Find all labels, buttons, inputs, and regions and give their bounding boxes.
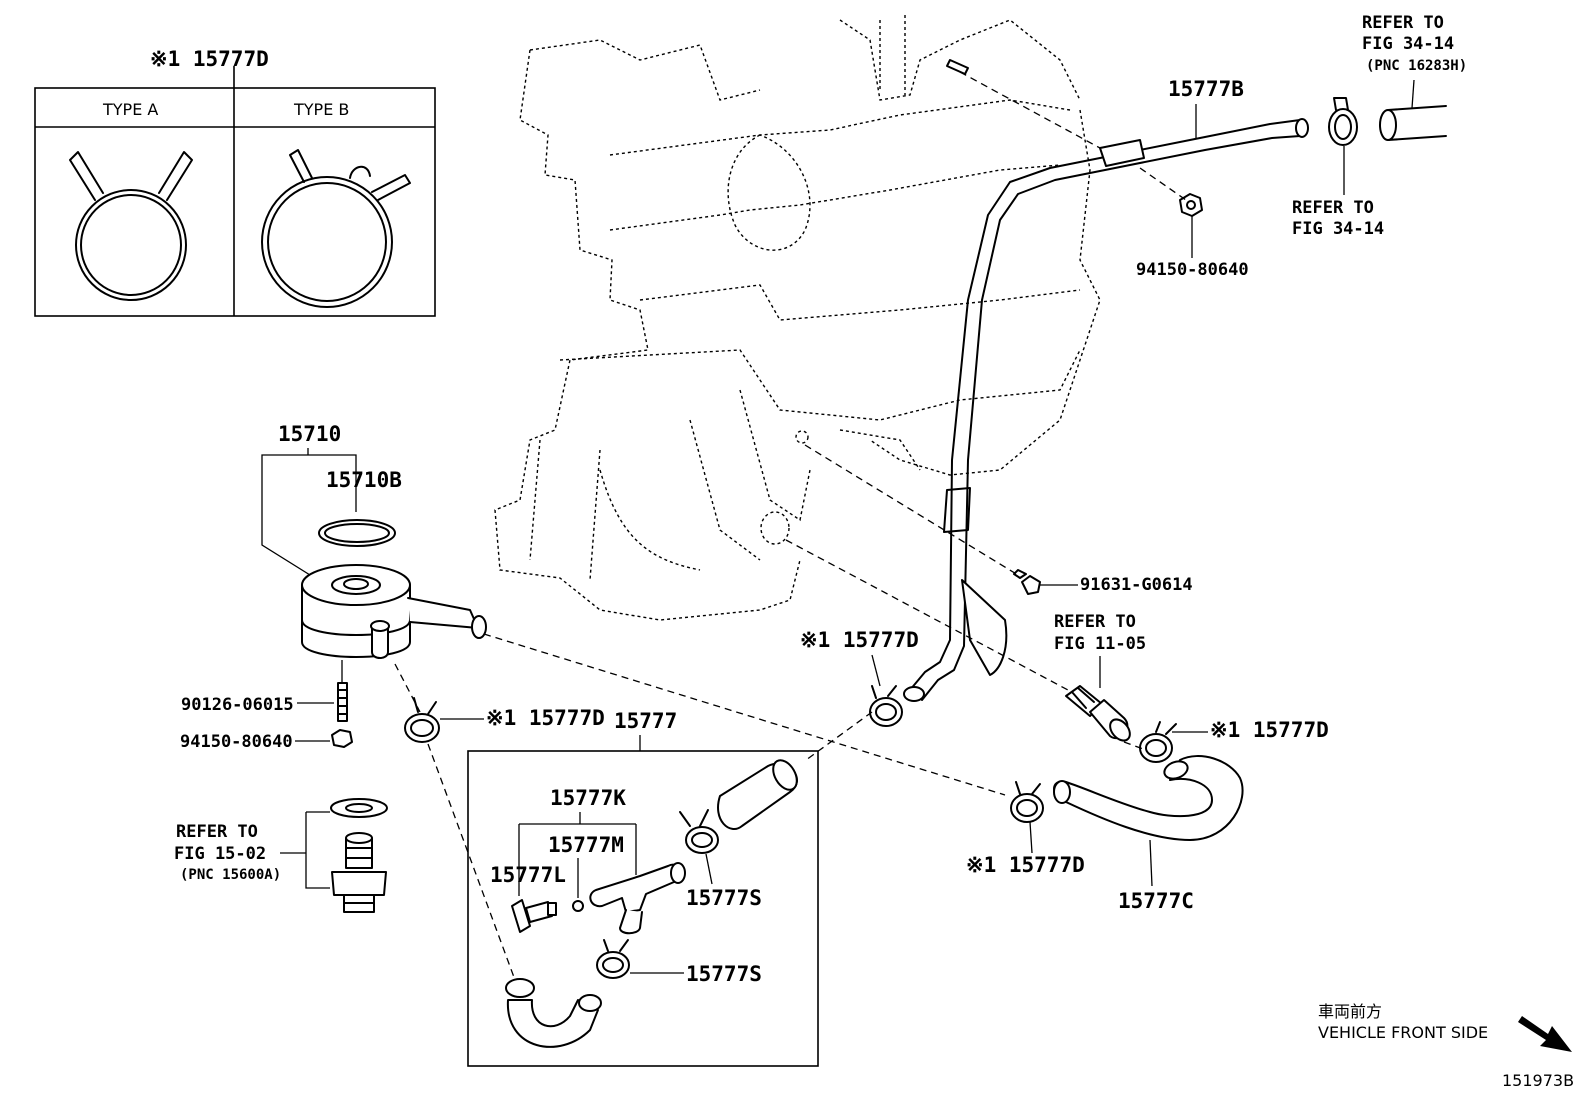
type-a-label: TYPE A	[102, 100, 158, 119]
union-fitting-11-05	[1065, 685, 1131, 742]
type-a-clamp-icon	[69, 151, 193, 301]
ref-15-02-line1: REFER TO	[176, 822, 258, 842]
nut-94150-right	[1179, 193, 1203, 217]
oil-pipe-15777b	[903, 118, 1309, 702]
clamp-15777d-center	[869, 685, 903, 727]
o-ring-15777m	[572, 900, 584, 912]
oil-filter-union	[330, 798, 388, 913]
front-side-jp: 車両前方	[1318, 1002, 1382, 1021]
front-side-en: VEHICLE FRONT SIDE	[1318, 1023, 1488, 1042]
o-ring-15710b	[318, 519, 396, 547]
clamp-15777d-lower	[1010, 781, 1044, 823]
clamp-15777d-right	[1139, 721, 1177, 763]
front-arrow-icon	[1518, 1016, 1572, 1052]
hose-15777c	[1053, 755, 1244, 841]
clamp-ref-34-14	[1328, 97, 1358, 146]
engine-block-outline	[494, 15, 1101, 621]
label-15777k: 15777K	[550, 786, 626, 810]
label-91631: 91631-G0614	[1080, 575, 1193, 595]
label-clip-right: ※1 15777D	[1210, 718, 1329, 742]
clamp-15777s-lower	[596, 939, 630, 979]
ref-15-02-line2: FIG 15-02	[174, 844, 266, 864]
hose-short	[717, 759, 798, 831]
label-15777c: 15777C	[1118, 889, 1194, 913]
ref-34-14b-line2: FIG 34-14	[1292, 219, 1384, 239]
type-b-label: TYPE B	[293, 100, 349, 119]
oil-cooler-15710	[301, 564, 487, 659]
label-clip-lower: ※1 15777D	[966, 853, 1085, 877]
ref-34-14a-line1: REFER TO	[1362, 13, 1444, 33]
clamp-type-inset: ※1 15777D TYPE A TYPE B	[34, 47, 436, 317]
bolt-91631	[1013, 569, 1041, 595]
ref-11-05-line1: REFER TO	[1054, 612, 1136, 632]
oil-cooler-group: 15710 15710B	[261, 422, 487, 720]
nut-94150-left	[331, 729, 353, 748]
label-94150-left: 94150-80640	[180, 732, 293, 752]
stud-top	[946, 59, 969, 75]
label-94150-right: 94150-80640	[1136, 260, 1249, 280]
label-15777: 15777	[614, 709, 677, 733]
label-15777m: 15777M	[548, 833, 624, 857]
label-15710b: 15710B	[326, 468, 402, 492]
label-15710: 15710	[278, 422, 341, 446]
label-15777s-2: 15777S	[686, 962, 762, 986]
ref-11-05-line2: FIG 11-05	[1054, 634, 1146, 654]
inset-title: ※1 15777D	[150, 47, 269, 71]
ref-34-14b-line1: REFER TO	[1292, 198, 1374, 218]
bolt-90126	[337, 682, 348, 722]
label-clip-center: ※1 15777D	[800, 628, 919, 652]
ref-34-14a-line3: (PNC 16283H)	[1366, 58, 1467, 74]
sensor-15777l	[511, 899, 557, 933]
label-15777b: 15777B	[1168, 77, 1244, 101]
ref-34-14a-line2: FIG 34-14	[1362, 34, 1454, 54]
label-15777l: 15777L	[490, 863, 566, 887]
hose-ref-34-14	[1379, 105, 1447, 141]
ref-15-02-line3: (PNC 15600A)	[180, 867, 281, 883]
type-b-clamp-icon	[261, 149, 411, 308]
clamp-15777d-cooler	[404, 697, 440, 743]
tee-joint-15777k	[589, 862, 686, 935]
label-15777s-1: 15777S	[686, 886, 762, 910]
clamp-15777s-upper	[679, 809, 719, 854]
assembly-lines	[394, 71, 1187, 981]
label-90126: 90126-06015	[181, 695, 294, 715]
diagram-id: 151973B	[1502, 1071, 1574, 1090]
label-clip-mid: ※1 15777D	[486, 706, 605, 730]
hose-kit-box	[467, 750, 819, 1067]
hose-elbow	[505, 978, 602, 1048]
